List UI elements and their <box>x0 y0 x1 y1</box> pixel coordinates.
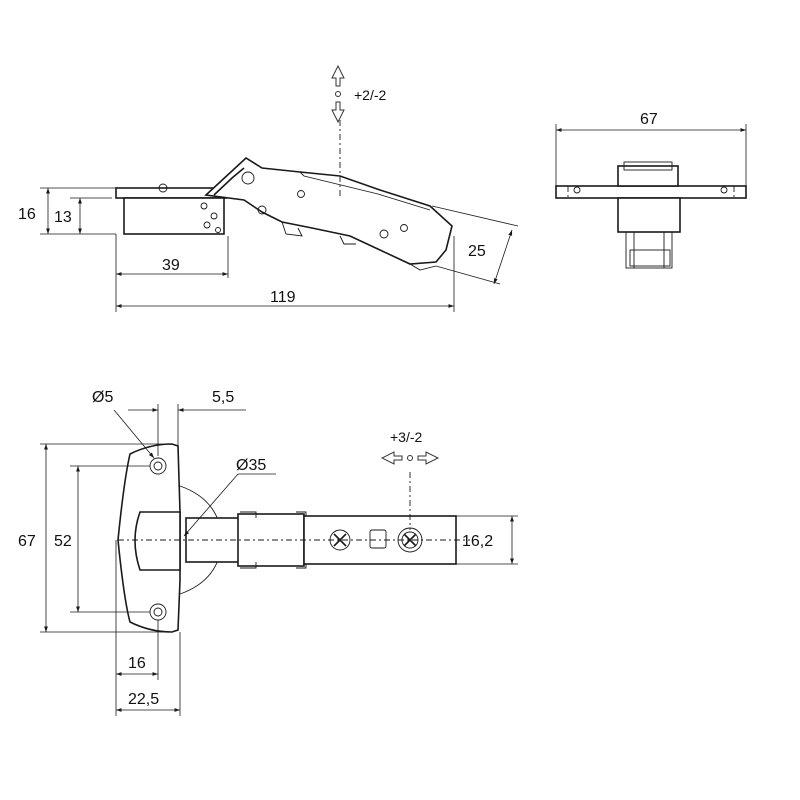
dim-67-top-label: 67 <box>640 111 658 128</box>
dim-offset-label: 5,5 <box>212 389 234 406</box>
adjust-lateral-label: +3/-2 <box>390 429 423 445</box>
dim-hole-label: Ø5 <box>92 389 113 406</box>
dim-25-label: 25 <box>468 243 486 260</box>
dim-16-label: 16 <box>18 206 36 223</box>
end-view: 67 <box>555 111 747 269</box>
dim-67-label: 67 <box>18 533 36 550</box>
dim-39-label: 39 <box>162 257 180 274</box>
dim-arm-width-label: 16,2 <box>462 533 493 550</box>
dim-16-bottom-label: 16 <box>128 655 146 672</box>
top-view: +3/-2 Ø5 5,5 Ø35 67 52 16,2 16 22 <box>18 389 518 716</box>
dim-13-label: 13 <box>54 209 72 226</box>
dim-cup-label: Ø35 <box>236 457 266 474</box>
dim-119-label: 119 <box>270 289 296 306</box>
dim-52-label: 52 <box>54 533 72 550</box>
adjust-vertical-label: +2/-2 <box>354 87 387 103</box>
dim-22-5-label: 22,5 <box>128 691 159 708</box>
side-view: +2/-2 16 13 39 119 25 <box>18 64 519 312</box>
